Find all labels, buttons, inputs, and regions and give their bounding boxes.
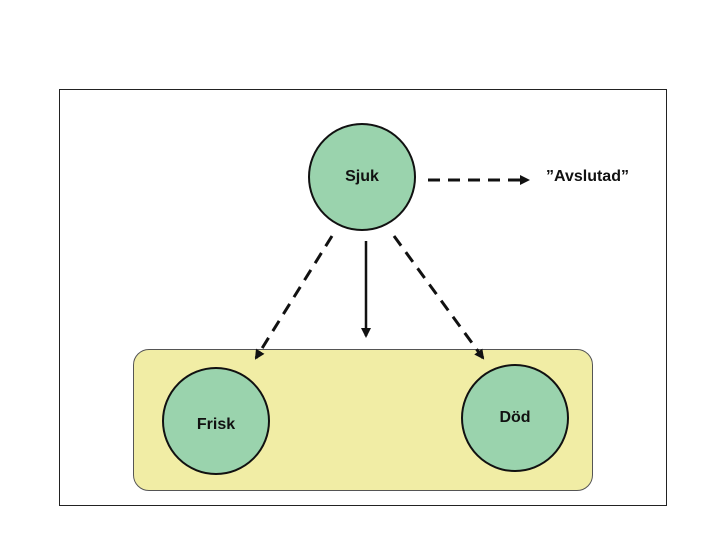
exit-label-avslutad: ”Avslutad” xyxy=(546,168,629,185)
node-sjuk: Sjuk xyxy=(308,123,416,231)
arrow-sjuk-to-dod xyxy=(392,235,485,360)
node-frisk: Frisk xyxy=(162,367,270,475)
node-dod-label: Död xyxy=(499,409,531,426)
node-dod: Död xyxy=(461,364,569,472)
node-sjuk-label: Sjuk xyxy=(345,168,379,185)
arrow-sjuk-to-frisk xyxy=(254,235,334,360)
node-frisk-label: Frisk xyxy=(196,416,236,433)
